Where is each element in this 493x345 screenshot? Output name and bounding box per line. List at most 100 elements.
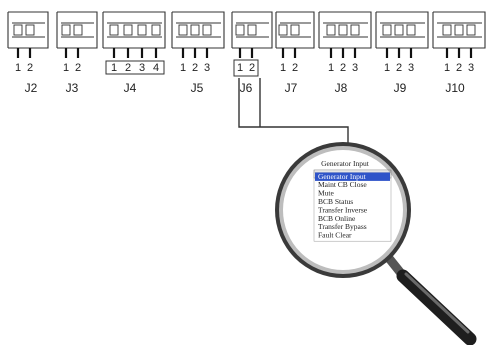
pin-slot [61, 24, 71, 36]
pin-number: 1 [180, 62, 186, 74]
connector-housing [376, 11, 429, 49]
pin-slot [137, 24, 147, 36]
pin-slot [202, 24, 212, 36]
pin-number: 2 [75, 62, 81, 74]
pin-slot [442, 24, 452, 36]
pin-number: 3 [468, 62, 474, 74]
dropdown-option-label: BCB Online [318, 214, 356, 223]
connector-label: J4 [124, 81, 137, 95]
pin-number: 2 [292, 62, 298, 74]
pin-number: 1 [384, 62, 390, 74]
leader-line [238, 78, 349, 145]
pin-slot [394, 24, 404, 36]
pin-slot [247, 24, 257, 36]
dropdown-option[interactable]: Generator Input [315, 172, 390, 181]
pin-number: 3 [408, 62, 414, 74]
connector-label: J5 [191, 81, 204, 95]
dropdown-option-label: Mute [318, 189, 335, 198]
connector-label: J3 [66, 81, 79, 95]
connector-housing [103, 11, 166, 49]
connector-housing [8, 11, 49, 49]
pin-number: 1 [111, 62, 117, 74]
dropdown-option[interactable]: Transfer Inverse [318, 205, 368, 214]
connector-label: J9 [394, 81, 407, 95]
pin-slot [454, 24, 464, 36]
pin-number: 3 [352, 62, 358, 74]
pin-number: 3 [204, 62, 210, 74]
pin-number: 2 [456, 62, 462, 74]
connector-housing [172, 11, 225, 49]
pin-slot [73, 24, 83, 36]
magnifier-handle [383, 252, 477, 345]
dropdown-option-label: BCB Status [318, 197, 353, 206]
connector-housing [276, 11, 315, 49]
pin-slot [190, 24, 200, 36]
pin-slot [13, 24, 23, 36]
pin-slot [382, 24, 392, 36]
pin-slot [290, 24, 300, 36]
pin-number: 1 [280, 62, 286, 74]
pin-slot [123, 24, 133, 36]
pin-number: 2 [249, 62, 255, 74]
pin-group-box [233, 59, 259, 77]
connector-housing [433, 11, 486, 49]
pin-number: 2 [192, 62, 198, 74]
pin-slot [235, 24, 245, 36]
pin-slot [350, 24, 360, 36]
dropdown-option-label: Fault Clear [318, 231, 352, 240]
pin-slot [151, 24, 161, 36]
dropdown-option[interactable]: Transfer Bypass [318, 222, 367, 231]
pin-slot [338, 24, 348, 36]
option-highlight [315, 172, 390, 181]
pin-number: 1 [15, 62, 21, 74]
dropdown-option[interactable]: Maint CB Close [318, 180, 367, 189]
connector-label: J7 [285, 81, 298, 95]
pin-number: 3 [139, 62, 145, 74]
dropdown-option-label: Maint CB Close [318, 180, 367, 189]
pin-slot [466, 24, 476, 36]
pin-number: 2 [340, 62, 346, 74]
dropdown-option-label: Generator Input [318, 172, 367, 181]
pin-slot [326, 24, 336, 36]
connector-housing [57, 11, 98, 49]
pin-number: 2 [396, 62, 402, 74]
pin-number: 1 [328, 62, 334, 74]
pin-group-box [105, 60, 165, 75]
pin-slot [178, 24, 188, 36]
pin-slot [278, 24, 288, 36]
dropdown-option-label: Transfer Inverse [318, 205, 368, 214]
pin-number: 1 [237, 62, 243, 74]
pin-number: 1 [444, 62, 450, 74]
pin-number: 4 [153, 62, 159, 74]
connector-label: J10 [445, 81, 465, 95]
pin-slot [109, 24, 119, 36]
connector-label: J6 [240, 81, 253, 95]
connector-label: J8 [335, 81, 348, 95]
pin-number: 2 [125, 62, 131, 74]
dropdown-option[interactable]: Mute [318, 189, 335, 198]
connector-housing [319, 11, 372, 49]
pin-number: 1 [63, 62, 69, 74]
dropdown-option[interactable]: BCB Online [318, 214, 356, 223]
dropdown-option-label: Transfer Bypass [318, 222, 367, 231]
connector-label: J2 [25, 81, 38, 95]
dropdown-option[interactable]: Fault Clear [318, 231, 352, 240]
dropdown-selected-value[interactable]: Generator Input [321, 159, 370, 168]
pin-slot [25, 24, 35, 36]
dropdown-option[interactable]: BCB Status [318, 197, 353, 206]
pin-number: 2 [27, 62, 33, 74]
